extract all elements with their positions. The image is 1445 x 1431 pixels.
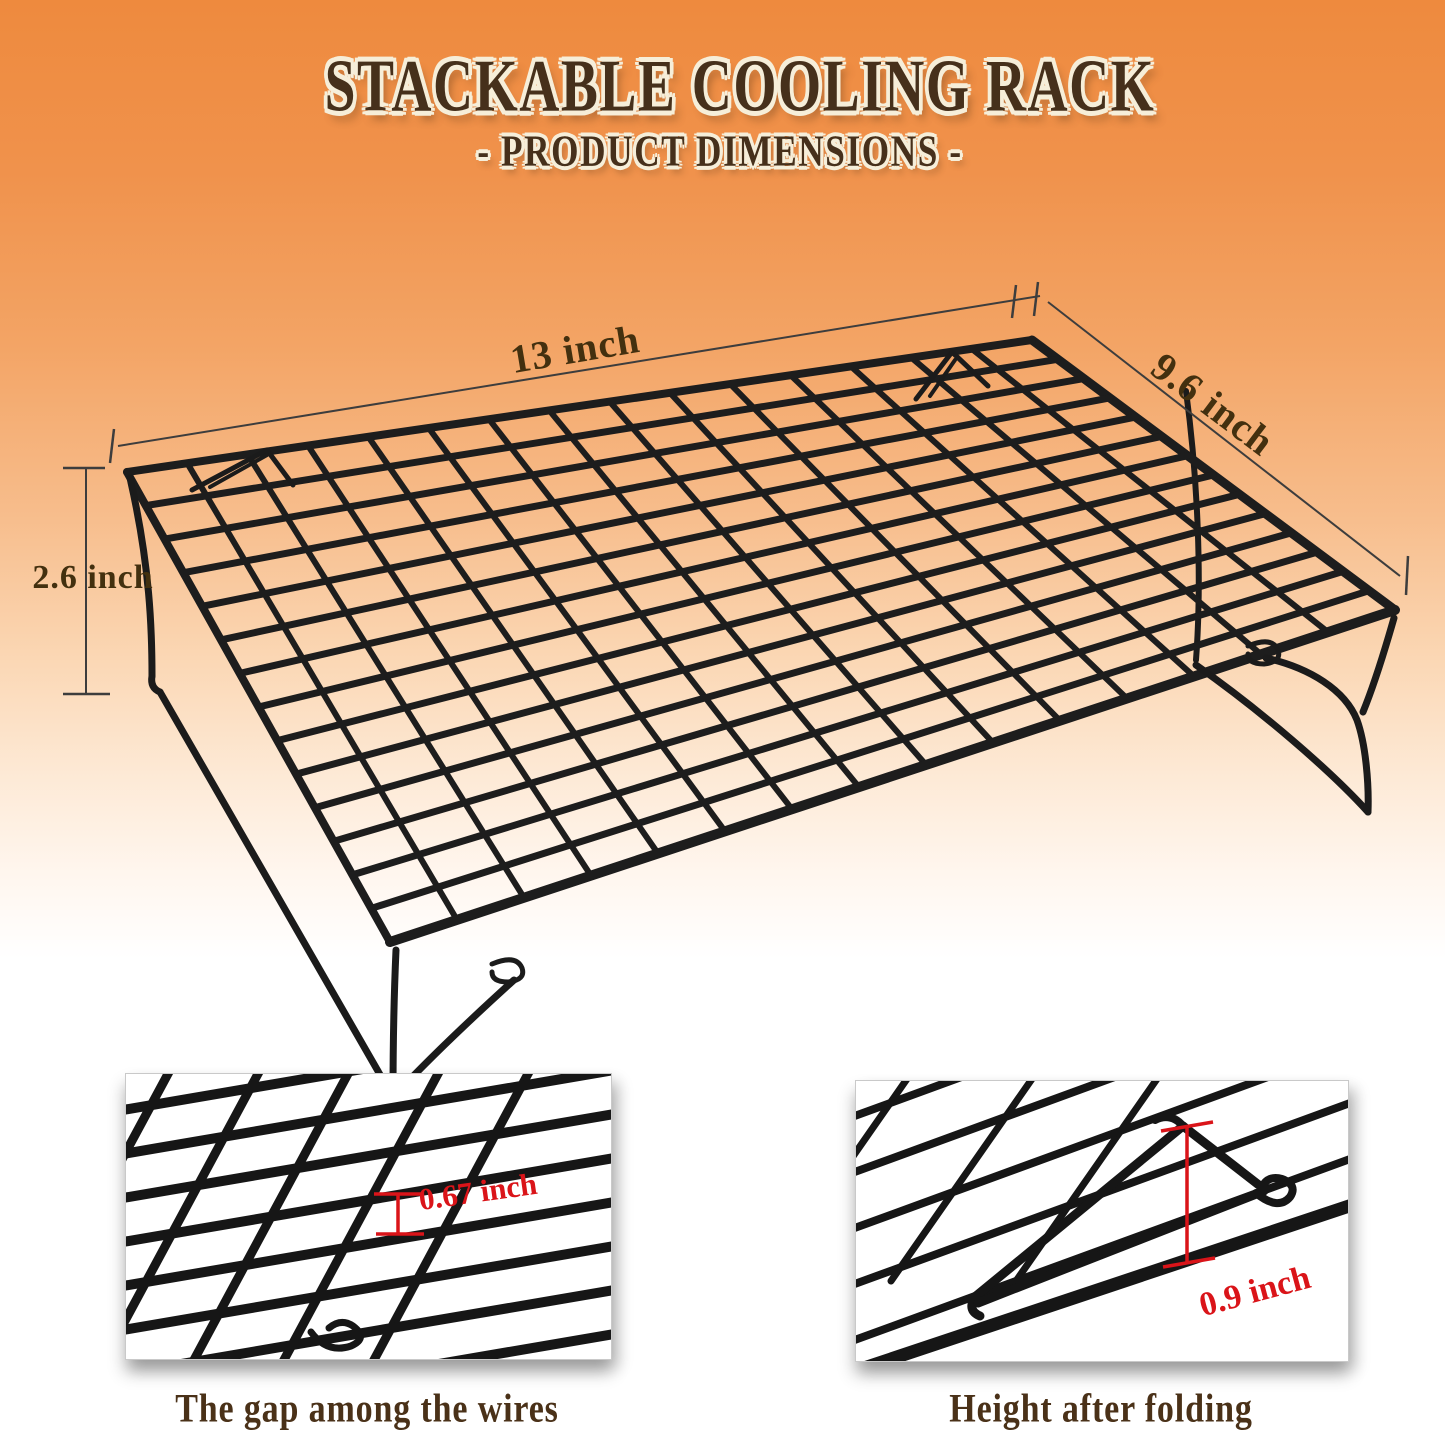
folding-measure-marker [1160, 1120, 1216, 1269]
folding-frame-wire [864, 1199, 1348, 1361]
gap-long-wires [126, 1074, 611, 1359]
folding-closeup-photo [856, 1081, 1348, 1361]
rack-grid [123, 335, 1400, 947]
page-subtitle: - PRODUCT DIMENSIONS - [477, 126, 963, 176]
gap-measure-marker [374, 1192, 424, 1236]
gap-closeup-photo [126, 1074, 611, 1359]
page-title: STACKABLE COOLING RACK [324, 45, 1156, 128]
detail-card-folding [855, 1080, 1349, 1362]
height-dimension-label: 2.6 inch [32, 559, 154, 596]
gap-frame-hook [307, 1319, 364, 1352]
detail-card-gap [125, 1073, 612, 1360]
gap-caption: The gap among the wires [175, 1385, 559, 1431]
folding-caption: Height after folding [949, 1385, 1253, 1431]
dimension-lines [63, 281, 1410, 696]
folded-leg [967, 1113, 1297, 1321]
